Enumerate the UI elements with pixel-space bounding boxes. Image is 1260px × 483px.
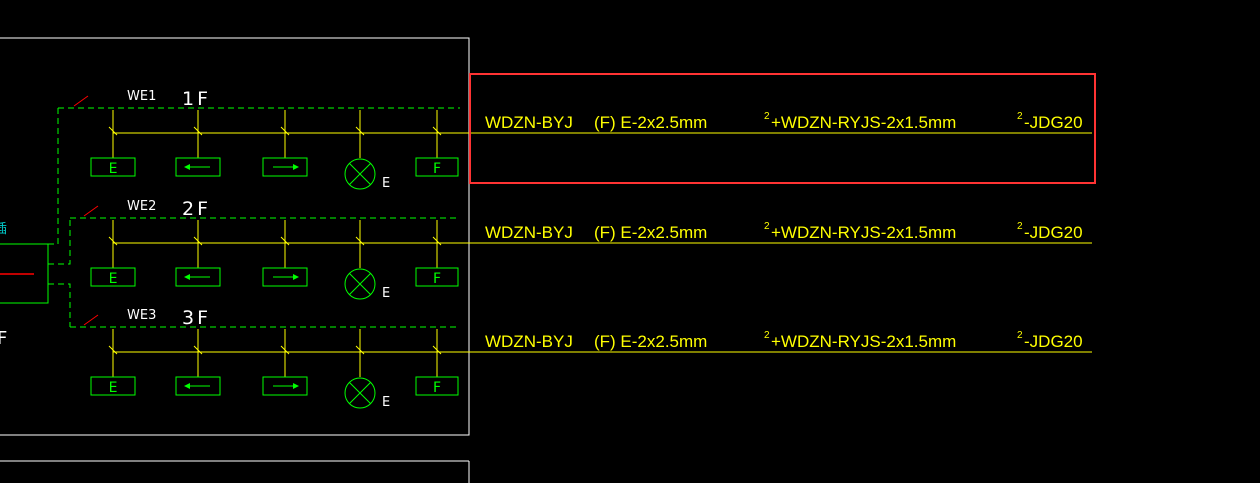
- drop-tick: [193, 236, 203, 246]
- device-label: E: [109, 271, 118, 287]
- drop-tick: [355, 126, 365, 136]
- emergency-lamp-icon[interactable]: E: [344, 268, 390, 301]
- device-label: F: [433, 380, 441, 396]
- circuit-id-label: WE1: [127, 89, 156, 104]
- evacuation-arrow-right-icon[interactable]: [262, 267, 308, 287]
- floor-sign-F-icon[interactable]: F: [415, 157, 459, 177]
- exit-sign-E-icon[interactable]: E: [90, 267, 136, 287]
- device-label: E: [109, 161, 118, 177]
- cable-spec-part: WDZN-BYJ: [485, 223, 573, 242]
- drop-tick: [432, 126, 442, 136]
- drawing-frame-upper: [0, 37, 470, 436]
- device-label: E: [382, 395, 390, 410]
- drop-tick: [280, 126, 290, 136]
- device-label: E: [382, 176, 390, 191]
- drop-tick: [193, 345, 203, 355]
- drop-tick: [280, 236, 290, 246]
- drop-tick: [108, 236, 118, 246]
- floor-label: 1F: [182, 88, 211, 110]
- circuit-id-label: WE3: [127, 308, 156, 323]
- cable-spec-part: WDZN-BYJ: [485, 113, 573, 132]
- distribution-box-fragment[interactable]: 插 F: [0, 222, 49, 349]
- cable-spec-part: 2: [764, 111, 770, 122]
- selection-highlight-box[interactable]: [469, 73, 1096, 184]
- drop-tick: [355, 345, 365, 355]
- trunk-dashed-we3: [48, 283, 71, 327]
- drop-tick: [108, 345, 118, 355]
- floor-sign-F-icon[interactable]: F: [415, 376, 459, 396]
- cable-spec-part: 2: [1017, 330, 1023, 341]
- side-label-fragment-top: 插: [0, 222, 7, 237]
- device-label: E: [109, 380, 118, 396]
- cable-spec-part: +WDZN-RYJS-2x1.5mm: [771, 223, 956, 242]
- device-label: F: [433, 271, 441, 287]
- cable-spec-part: (F) E-2x2.5mm: [594, 223, 707, 242]
- device-label: F: [433, 161, 441, 177]
- drop-tick: [108, 126, 118, 136]
- emergency-lamp-icon[interactable]: E: [344, 377, 390, 410]
- cable-spec-part: 2: [764, 221, 770, 232]
- exit-sign-E-icon[interactable]: E: [90, 157, 136, 177]
- floor-label: 2F: [182, 198, 211, 220]
- cable-spec-part: (F) E-2x2.5mm: [594, 113, 707, 132]
- feeder-box-outline: [0, 243, 49, 304]
- cable-spec-part: +WDZN-RYJS-2x1.5mm: [771, 113, 956, 132]
- evacuation-arrow-left-icon[interactable]: [175, 376, 221, 396]
- cable-spec-part: (F) E-2x2.5mm: [594, 332, 707, 351]
- cable-spec-part: 2: [1017, 221, 1023, 232]
- cable-spec-part: -JDG20: [1024, 113, 1083, 132]
- cable-spec-part: -JDG20: [1024, 332, 1083, 351]
- breaker-tick: [83, 314, 99, 326]
- drop-tick: [193, 126, 203, 136]
- cable-spec-part: WDZN-BYJ: [485, 332, 573, 351]
- cable-spec-part: 2: [764, 330, 770, 341]
- evacuation-arrow-right-icon[interactable]: [262, 376, 308, 396]
- floor-label: 3F: [182, 307, 211, 329]
- side-label-fragment-bottom: F: [0, 328, 7, 349]
- evacuation-arrow-left-icon[interactable]: [175, 267, 221, 287]
- emergency-lamp-icon[interactable]: E: [344, 158, 390, 191]
- drop-tick: [432, 345, 442, 355]
- drop-tick: [280, 345, 290, 355]
- trunk-dashed-we2: [48, 218, 71, 265]
- floor-sign-F-icon[interactable]: F: [415, 267, 459, 287]
- drop-tick: [355, 236, 365, 246]
- breaker-tick: [83, 205, 99, 217]
- device-label: E: [382, 286, 390, 301]
- circuit-id-label: WE2: [127, 199, 156, 214]
- drop-tick: [432, 236, 442, 246]
- exit-sign-E-icon[interactable]: E: [90, 376, 136, 396]
- cable-spec-part: +WDZN-RYJS-2x1.5mm: [771, 332, 956, 351]
- breaker-tick: [73, 95, 89, 107]
- evacuation-arrow-right-icon[interactable]: [262, 157, 308, 177]
- evacuation-arrow-left-icon[interactable]: [175, 157, 221, 177]
- cable-spec-part: -JDG20: [1024, 223, 1083, 242]
- trunk-dashed-we1: [48, 108, 59, 245]
- cable-spec-part: 2: [1017, 111, 1023, 122]
